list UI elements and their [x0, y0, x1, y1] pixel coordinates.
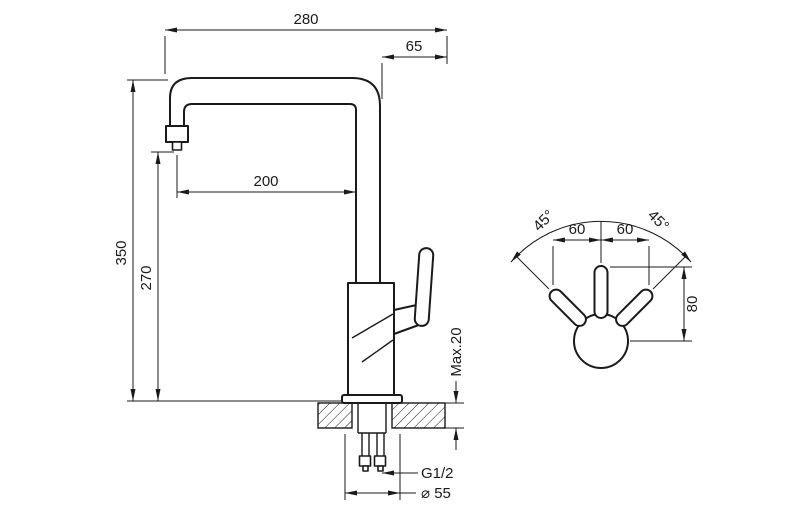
rotation-arc — [510, 220, 692, 263]
dim-200: 200 — [176, 155, 356, 198]
dim-65: 65 — [381, 38, 447, 99]
body-joint-line-upper — [351, 313, 394, 339]
dim-80-label: 80 — [684, 296, 701, 313]
fitting-left — [358, 455, 372, 467]
dim-thread-label: G1/2 — [421, 465, 454, 482]
spout-nozzle — [165, 125, 189, 143]
dim-280: 280 — [164, 11, 448, 74]
handle-left-45 — [548, 288, 587, 327]
dim-max20: Max.20 — [445, 327, 465, 450]
dim-280-label: 280 — [293, 11, 318, 28]
hose-left — [358, 433, 372, 472]
front-view: 280 65 200 350 270 Max.2 — [113, 11, 465, 502]
body-joint-line-lower — [361, 339, 394, 363]
dim-60-right-label: 60 — [617, 221, 634, 238]
fitting-right — [373, 455, 387, 467]
dim-350: 350 — [113, 79, 342, 402]
countertop-left — [317, 402, 353, 429]
dim-60-left-label: 60 — [569, 221, 586, 238]
shank — [357, 403, 387, 434]
countertop-right — [391, 402, 446, 429]
dim-max20-label: Max.20 — [448, 327, 465, 376]
dim-350-label: 350 — [113, 240, 130, 265]
dim-65-label: 65 — [406, 38, 423, 55]
handle-right-45 — [615, 288, 654, 327]
faucet-body — [347, 282, 395, 397]
dim-80: 80 — [610, 266, 701, 342]
base-flange — [341, 394, 403, 404]
spout-aerator — [171, 141, 183, 151]
dim-diameter: ⌀ 55 — [344, 434, 451, 502]
dim-diameter-label: ⌀ 55 — [421, 485, 451, 502]
dim-thread: G1/2 — [382, 465, 454, 482]
dim-60-left: 60 — [552, 221, 601, 285]
spout-outline — [169, 77, 381, 286]
rotation-view: 45° 45° 60 60 80 — [510, 207, 701, 369]
dim-60-right: 60 — [601, 221, 650, 285]
hose-right — [373, 433, 387, 472]
handle-center — [593, 265, 609, 319]
handle-lever — [413, 247, 435, 327]
dim-270-label: 270 — [138, 265, 155, 290]
dim-270: 270 — [138, 151, 174, 401]
dim-200-label: 200 — [253, 173, 278, 190]
